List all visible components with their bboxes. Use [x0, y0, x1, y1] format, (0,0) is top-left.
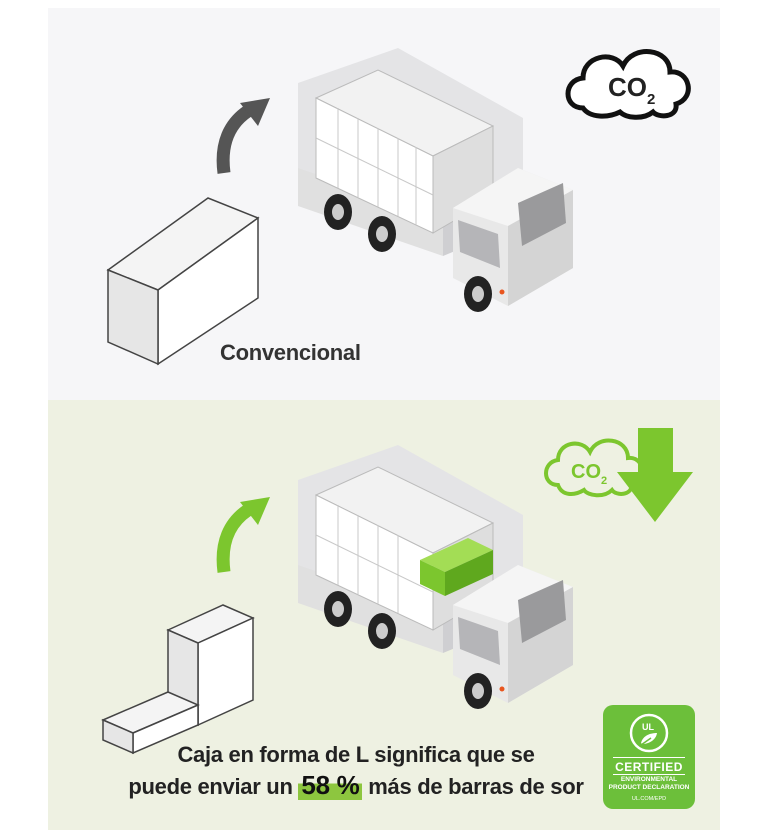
co2-text: CO: [571, 461, 601, 483]
badge-divider: [613, 774, 685, 775]
co2-cloud-icon: [565, 49, 691, 120]
badge-title: CERTIFIED: [615, 760, 683, 774]
co2-cloud-down-icon: [544, 428, 693, 522]
co2-subscript: 2: [647, 91, 655, 108]
truck: [298, 445, 573, 709]
highlight-percentage: 58 %: [298, 770, 363, 800]
ul-leaf-icon: UL: [629, 713, 669, 753]
green-curved-arrow-icon: [216, 497, 270, 573]
flat-box: [106, 197, 260, 366]
caption-line-2-post: más de barras de sor: [362, 774, 584, 799]
badge-sub-1: ENVIRONMENTAL: [620, 776, 678, 783]
badge-subtitle: ENVIRONMENTAL PRODUCT DECLARATION: [603, 776, 695, 792]
l-shape-illustration: CO 2: [101, 428, 693, 755]
l-shaped-box: [101, 604, 255, 755]
badge-divider: [613, 757, 685, 758]
badge-sub-2: PRODUCT DECLARATION: [608, 784, 690, 791]
co2-text: CO: [608, 72, 647, 102]
truck: [298, 48, 573, 312]
co2-subscript: 2: [601, 475, 607, 487]
conventional-illustration: CO 2: [106, 48, 691, 366]
ul-certified-badge: UL CERTIFIED ENVIRONMENTAL PRODUCT DECLA…: [603, 705, 695, 809]
conventional-label: Convencional: [220, 340, 361, 365]
caption-line-2: puede enviar un 58 % más de barras de so…: [106, 770, 606, 802]
caption: Caja en forma de L significa que se pued…: [106, 740, 606, 802]
ul-logo-text: UL: [642, 722, 654, 732]
caption-line-1: Caja en forma de L significa que se: [177, 742, 535, 767]
conventional-panel: CO 2 Convencional: [48, 8, 720, 400]
caption-line-2-pre: puede enviar un: [128, 774, 299, 799]
curved-arrow-icon: [216, 98, 270, 174]
l-shape-panel: CO 2 Caja en forma de L significa que se…: [48, 400, 720, 830]
badge-url: UL.COM/EPD: [631, 796, 667, 802]
